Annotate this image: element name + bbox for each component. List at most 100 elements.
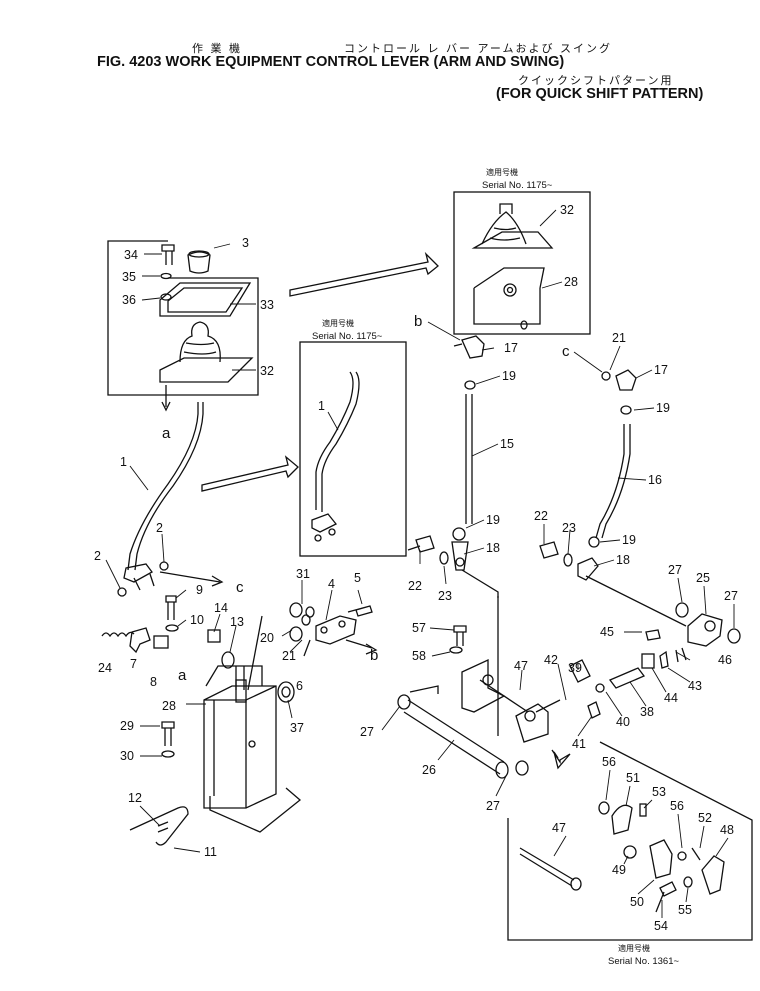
callout-47-upper: 47: [514, 659, 528, 673]
callout-52: 52: [698, 811, 712, 825]
callout-37: 37: [290, 721, 304, 735]
header-jp-left: 作 業 機: [192, 42, 242, 55]
callout-15: 15: [500, 437, 514, 451]
spring-24: [101, 631, 135, 638]
serial-box-2-jp: 適用号機: [322, 318, 354, 328]
callout-34: 34: [124, 248, 138, 262]
callout-51: 51: [626, 771, 640, 785]
callout-24: 24: [98, 661, 112, 675]
callout-22-right: 22: [534, 509, 548, 523]
callout-20: 20: [260, 631, 274, 645]
callout-31: 31: [296, 567, 310, 581]
callout-23-right: 23: [562, 521, 576, 535]
callout-21-left: 21: [282, 649, 296, 663]
callout-6: 6: [296, 679, 303, 693]
bracket-47-right: [515, 703, 549, 743]
hollow-arrow-1: [289, 251, 439, 297]
callout-7: 7: [130, 657, 137, 671]
callout-47-lower: 47: [552, 821, 566, 835]
callout-42: 42: [544, 653, 558, 667]
callout-3: 3: [242, 236, 249, 250]
callout-33: 33: [260, 298, 274, 312]
callout-53: 53: [652, 785, 666, 799]
callout-57: 57: [412, 621, 426, 635]
callout-11: 11: [204, 845, 217, 859]
serial-box-2-serial: Serial No. 1175~: [312, 331, 383, 342]
callout-45: 45: [600, 625, 614, 639]
callout-23-left: 23: [438, 589, 452, 603]
callout-13: 13: [230, 615, 244, 629]
callout-b-lower: b: [370, 647, 378, 664]
leader-lines: [105, 209, 735, 918]
hollow-arrow-3: [551, 749, 571, 770]
callout-48: 48: [720, 823, 734, 837]
callout-28-box: 28: [564, 275, 578, 289]
header-jp-right: コントロール レ バー アームおよび スイング: [344, 42, 612, 55]
boot-assembly-box: [107, 240, 259, 412]
header-jp-line2: クイックシフトパターン用: [518, 74, 674, 87]
bracket-4: [315, 615, 357, 645]
callout-18-right: 18: [616, 553, 630, 567]
callout-14: 14: [214, 601, 228, 615]
console-tower-28: [203, 615, 302, 833]
callout-12: 12: [128, 791, 142, 805]
callout-19-a: 19: [502, 369, 516, 383]
callout-36: 36: [122, 293, 136, 307]
callout-58: 58: [412, 649, 426, 663]
callout-2-right: 2: [156, 521, 163, 535]
callout-c-left: c: [236, 579, 244, 596]
serial-box-3: [507, 741, 753, 941]
rod-15: [407, 335, 499, 736]
callout-26: 26: [422, 763, 436, 777]
lever-1: [117, 402, 204, 597]
callout-41: 41: [572, 737, 586, 751]
callout-25: 25: [696, 571, 710, 585]
callout-38: 38: [640, 705, 654, 719]
callout-50: 50: [630, 895, 644, 909]
bolt-9: [165, 595, 177, 620]
serial-box-3-serial: Serial No. 1361~: [608, 956, 679, 967]
rod-16: [539, 369, 687, 627]
callout-17-left: 17: [504, 341, 518, 355]
callout-27-a: 27: [668, 563, 682, 577]
callout-35: 35: [122, 270, 136, 284]
callout-40: 40: [616, 715, 630, 729]
callout-16: 16: [648, 473, 662, 487]
callout-43: 43: [688, 679, 702, 693]
callout-27-b: 27: [724, 589, 738, 603]
callout-17-right: 17: [654, 363, 668, 377]
callout-2-left: 2: [94, 549, 101, 563]
callout-5: 5: [354, 571, 361, 585]
figure-title: FIG. 4203 WORK EQUIPMENT CONTROL LEVER (…: [97, 54, 565, 70]
callout-39: 39: [568, 661, 582, 675]
callout-18-left: 18: [486, 541, 500, 555]
callout-44: 44: [664, 691, 678, 705]
callout-30: 30: [120, 749, 134, 763]
callout-8: 8: [150, 675, 157, 689]
callout-46: 46: [718, 653, 732, 667]
callout-56-left: 56: [602, 755, 616, 769]
callout-49: 49: [612, 863, 626, 877]
serial-box-2: [299, 341, 407, 557]
hollow-arrow-2: [201, 455, 299, 492]
figure-subtitle: (FOR QUICK SHIFT PATTERN): [496, 86, 704, 102]
callout-27-c: 27: [360, 725, 374, 739]
callout-a-top: a: [162, 425, 171, 442]
callout-55: 55: [678, 903, 692, 917]
lever-25: [687, 613, 723, 647]
callout-19-d: 19: [622, 533, 636, 547]
callout-28-left: 28: [162, 699, 176, 713]
callout-27-d: 27: [486, 799, 500, 813]
callout-19-c: 19: [656, 401, 670, 415]
callout-b-upper: b: [414, 313, 422, 330]
bolt-5: [347, 605, 373, 617]
callout-9: 9: [196, 583, 203, 597]
serial-box-1-serial: Serial No. 1175~: [482, 180, 553, 191]
rod-38: [608, 667, 646, 689]
serial-box-3-jp: 適用号機: [618, 943, 650, 953]
callout-19-b: 19: [486, 513, 500, 527]
callout-54: 54: [654, 919, 668, 933]
callout-1-box: 1: [318, 399, 325, 413]
callout-32-box: 32: [560, 203, 574, 217]
